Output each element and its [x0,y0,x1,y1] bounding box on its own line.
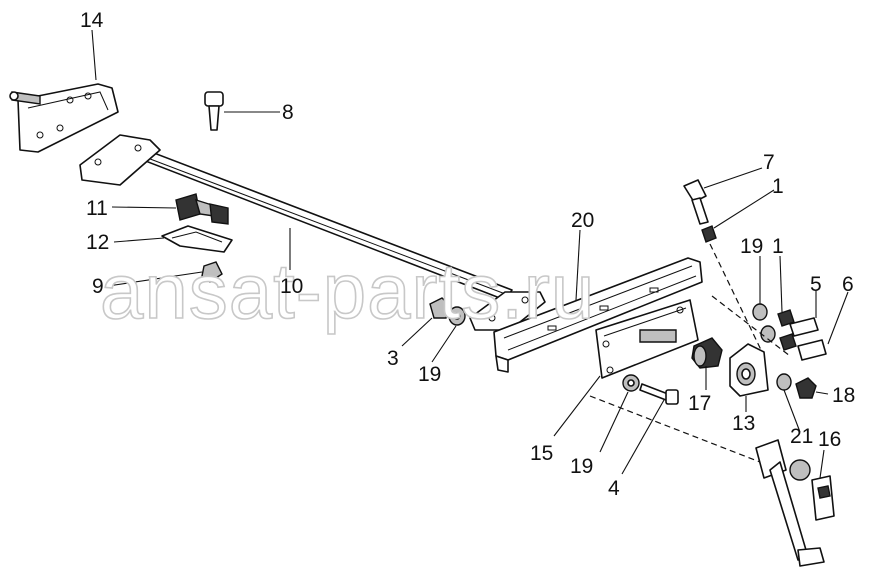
callout-8: 8 [282,101,294,124]
nut-part [795,377,817,399]
callout-13: 13 [732,412,755,435]
bolt-part [683,179,709,225]
watermark-text: ansat-parts.ru [100,247,595,335]
bolt-part [639,383,679,405]
mounting-plate-part [595,299,699,379]
nut-part [777,309,797,351]
rubber-bushing-part [691,337,723,369]
callout-19: 19 [418,363,441,386]
bolt-part [204,91,224,131]
callout-6: 6 [842,273,854,296]
clamp-plate-part [161,225,233,253]
callout-1: 1 [772,175,784,198]
callout-1: 1 [772,235,784,258]
callout-12: 12 [86,231,109,254]
rail-part [493,257,703,373]
bearing-bracket-part [729,343,769,397]
callout-19: 19 [570,455,593,478]
callout-5: 5 [810,273,822,296]
nut-part [429,297,451,319]
callout-labels: 14 8 11 12 9 10 3 19 20 7 1 19 1 5 6 18 … [80,9,855,500]
callout-9: 9 [92,275,104,298]
washer-part [752,303,776,343]
callout-10: 10 [280,275,303,298]
callout-15: 15 [530,442,553,465]
callout-7: 7 [763,151,775,174]
callout-17: 17 [688,392,711,415]
leader-lines [91,29,849,479]
callout-20: 20 [571,209,594,232]
callout-21: 21 [790,425,813,448]
washer-part [622,374,640,392]
nut-part [201,261,223,283]
callout-16: 16 [818,428,841,451]
callout-19: 19 [740,235,763,258]
callout-18: 18 [832,384,855,407]
callout-11: 11 [86,197,108,220]
washer-part [776,373,792,391]
bolt-part [789,317,827,361]
callout-14: 14 [80,9,104,32]
washer-part [448,306,466,326]
bracket-part [9,83,119,153]
nut-part [701,225,717,243]
bushing-part [175,193,229,225]
callout-3: 3 [387,347,399,370]
callout-4: 4 [608,477,620,500]
shaft-part [79,134,546,331]
lever-arm-part [589,395,835,567]
